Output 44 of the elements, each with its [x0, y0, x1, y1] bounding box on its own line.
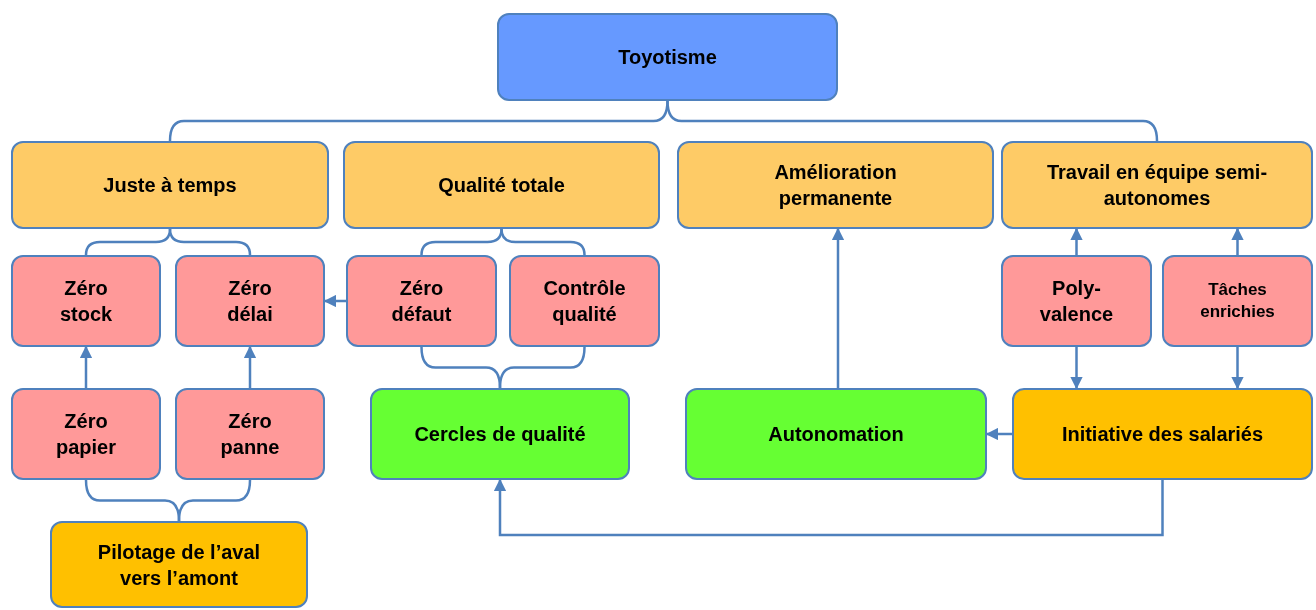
concept-box [175, 388, 325, 480]
node-label: Contrôle qualité [542, 276, 627, 327]
node-label: Poly- valence [1038, 276, 1115, 327]
concept-box [50, 521, 308, 608]
node-label: Zéro défaut [390, 276, 453, 327]
concept-box [11, 255, 161, 347]
concept-box [343, 141, 660, 229]
arrow [1070, 347, 1083, 390]
concept-box [677, 141, 994, 229]
node-label: Cercles de qualité [413, 422, 587, 447]
node-label: Autonomation [767, 422, 905, 447]
concept-box [685, 388, 987, 480]
arrow [985, 427, 1012, 441]
concept-box [497, 13, 838, 101]
node-label: Zéro stock [58, 276, 114, 327]
node-label: Amélioration permanente [773, 160, 898, 211]
concept-box [1001, 255, 1152, 347]
concept-box [346, 255, 497, 347]
node-label: Juste à temps [102, 173, 238, 198]
arrow [243, 345, 257, 388]
concept-box [11, 141, 329, 229]
concept-box [1012, 388, 1313, 480]
arrow [323, 294, 346, 308]
node-label: Tâches enrichies [1199, 278, 1276, 323]
concept-box [509, 255, 660, 347]
arrow [831, 227, 845, 388]
concept-box [1162, 255, 1313, 347]
concept-box [175, 255, 325, 347]
node-label: Qualité totale [437, 173, 566, 198]
arrow [79, 345, 93, 388]
node-label: Travail en équipe semi-autonomes [1045, 160, 1269, 211]
node-label: Zéro panne [219, 409, 281, 460]
arrow [1070, 227, 1083, 255]
node-label: Zéro délai [226, 276, 274, 327]
concept-box [11, 388, 161, 480]
arrow [493, 478, 1164, 537]
arrow [1231, 227, 1244, 255]
node-label: Initiative des salariés [1060, 422, 1265, 447]
concept-box [370, 388, 630, 480]
concept-box [1001, 141, 1313, 229]
node-label: Toyotisme [617, 45, 718, 70]
arrow [1231, 347, 1244, 390]
node-label: Pilotage de l’aval vers l’amont [96, 539, 262, 591]
node-label: Zéro papier [55, 409, 117, 460]
